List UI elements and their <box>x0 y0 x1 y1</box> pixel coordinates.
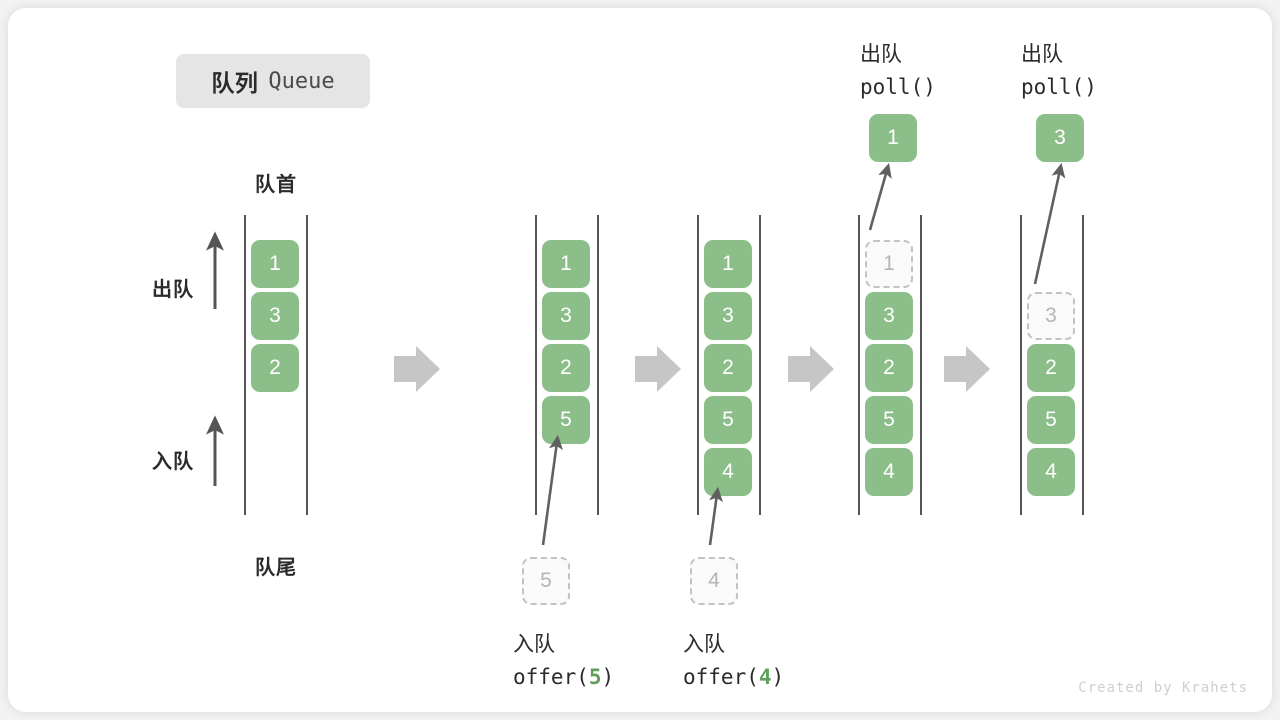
diagram-card: 队列 Queue 队首 队尾 出队 入队 1 3 2 1 3 2 5 5 入队 … <box>8 8 1272 712</box>
queue-cell: 5 <box>704 396 752 444</box>
queue-cell: 3 <box>865 292 913 340</box>
queue-cell: 3 <box>542 292 590 340</box>
offer4-cn-label: 入队 <box>683 633 725 656</box>
queue-cell-ghost: 1 <box>865 240 913 288</box>
offer4-arg: 4 <box>758 665 772 689</box>
queue-cell: 5 <box>1027 396 1075 444</box>
offer5-cn-label: 入队 <box>513 633 555 656</box>
queue-rail-right-4 <box>920 215 922 515</box>
title-en: Queue <box>268 68 335 94</box>
offer5-prefix: offer( <box>513 665 589 689</box>
queue-head-label: 队首 <box>255 174 297 196</box>
queue-rail-right-3 <box>759 215 761 515</box>
queue-cell: 2 <box>1027 344 1075 392</box>
poll1-motion-arrow <box>868 162 892 231</box>
queue-cell: 4 <box>1027 448 1075 496</box>
queue-cell: 5 <box>865 396 913 444</box>
queue-cell: 2 <box>542 344 590 392</box>
offer4-suffix: ) <box>771 665 785 689</box>
step-arrow-1 <box>394 346 440 392</box>
queue-cell: 1 <box>704 240 752 288</box>
watermark: Created by Krahets <box>1078 680 1248 696</box>
incoming-ghost-cell: 4 <box>690 557 738 605</box>
queue-cell: 4 <box>704 448 752 496</box>
queue-cell: 1 <box>542 240 590 288</box>
queue-cell: 4 <box>865 448 913 496</box>
queue-rail-left-4 <box>858 215 860 515</box>
offer5-motion-arrow <box>541 434 563 546</box>
queue-rail-right-2 <box>597 215 599 515</box>
queue-rail-right-1 <box>306 215 308 515</box>
offer5-arg: 5 <box>588 665 602 689</box>
poll2-cn-label: 出队 <box>1021 43 1063 66</box>
dequeue-direction-label: 出队 <box>152 279 194 301</box>
enqueue-direction-label: 入队 <box>152 451 194 473</box>
poll2-call-label: poll() <box>1021 75 1097 99</box>
queue-rail-left-5 <box>1020 215 1022 515</box>
queue-rail-left-3 <box>697 215 699 515</box>
queue-cell: 3 <box>251 292 299 340</box>
title-cn: 队列 <box>211 70 259 96</box>
queue-cell-ghost: 3 <box>1027 292 1075 340</box>
step-arrow-2 <box>635 346 681 392</box>
queue-cell: 3 <box>704 292 752 340</box>
title-badge: 队列 Queue <box>176 54 370 108</box>
offer4-call-label: offer(4) <box>683 665 784 689</box>
queue-rail-right-5 <box>1082 215 1084 515</box>
queue-cell: 2 <box>865 344 913 392</box>
outgoing-cell: 1 <box>869 114 917 162</box>
poll1-cn-label: 出队 <box>860 43 902 66</box>
queue-cell: 2 <box>251 344 299 392</box>
step-arrow-4 <box>944 346 990 392</box>
offer4-prefix: offer( <box>683 665 759 689</box>
queue-cell: 5 <box>542 396 590 444</box>
offer4-motion-arrow <box>708 486 723 546</box>
offer5-call-label: offer(5) <box>513 665 614 689</box>
poll2-motion-arrow <box>1033 162 1066 285</box>
incoming-ghost-cell: 5 <box>522 557 570 605</box>
outgoing-cell: 3 <box>1036 114 1084 162</box>
poll1-call-label: poll() <box>860 75 936 99</box>
offer5-suffix: ) <box>601 665 615 689</box>
queue-rail-left-2 <box>535 215 537 515</box>
queue-cell: 1 <box>251 240 299 288</box>
queue-rail-left-1 <box>244 215 246 515</box>
queue-tail-label: 队尾 <box>255 557 297 579</box>
step-arrow-3 <box>788 346 834 392</box>
queue-cell: 2 <box>704 344 752 392</box>
